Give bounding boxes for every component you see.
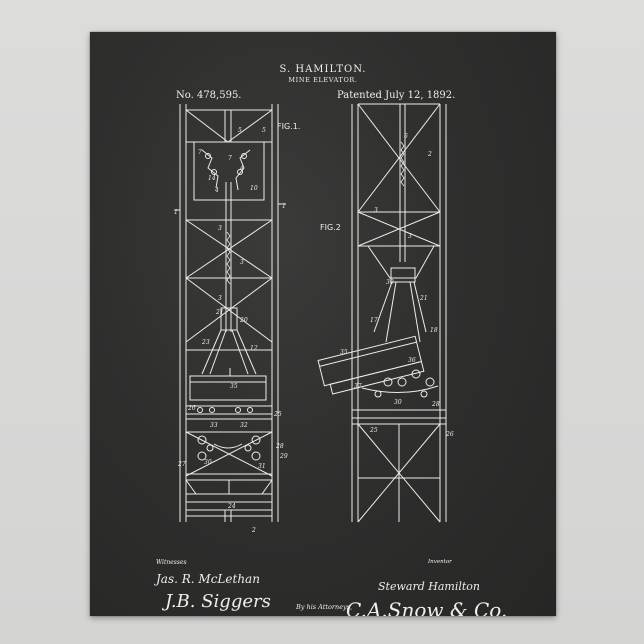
svg-text:26: 26 (445, 431, 454, 438)
figure-1-drawing (174, 104, 286, 522)
svg-text:33: 33 (210, 422, 218, 429)
svg-text:32: 32 (240, 422, 248, 429)
svg-text:5: 5 (262, 127, 266, 134)
svg-text:3: 3 (218, 225, 222, 232)
figure-2-label: FIG.2 (320, 223, 341, 232)
svg-text:21: 21 (419, 295, 428, 302)
svg-text:28: 28 (431, 401, 440, 408)
svg-text:3: 3 (240, 259, 244, 266)
svg-text:2: 2 (427, 151, 432, 158)
svg-text:10: 10 (250, 185, 258, 192)
svg-text:36: 36 (408, 357, 416, 364)
svg-text:37: 37 (354, 383, 362, 390)
svg-text:3: 3 (218, 295, 222, 302)
svg-text:12: 12 (250, 345, 258, 352)
invention-title: MINE ELEVATOR. (90, 76, 556, 84)
patent-date: Patented July 12, 1892. (337, 90, 455, 101)
svg-text:20: 20 (239, 317, 248, 324)
svg-text:35: 35 (230, 383, 238, 390)
svg-text:18: 18 (430, 327, 438, 334)
svg-text:30: 30 (394, 399, 402, 406)
svg-text:6: 6 (404, 133, 408, 140)
svg-text:24: 24 (227, 503, 236, 510)
svg-text:14: 14 (208, 175, 216, 182)
svg-text:30: 30 (386, 279, 394, 286)
svg-text:1: 1 (282, 203, 286, 210)
svg-text:25: 25 (369, 427, 378, 434)
svg-text:31: 31 (258, 463, 266, 470)
svg-text:7: 7 (228, 155, 232, 162)
svg-text:28: 28 (275, 443, 284, 450)
patent-poster: 55 77 144 410 11 33 321 2023 1235 2625 3… (90, 32, 556, 616)
patent-number: No. 478,595. (176, 90, 241, 101)
inventor-label: Inventor (428, 559, 452, 565)
svg-text:27: 27 (177, 461, 186, 468)
figure-1-label: FIG.1. (277, 122, 300, 131)
svg-text:21: 21 (215, 309, 224, 316)
witness-signature-1: Jas. R. McLethan (156, 572, 260, 586)
witness-signature-2: J.B. Siggers (165, 591, 271, 612)
svg-text:2: 2 (251, 527, 256, 534)
svg-text:3: 3 (374, 207, 378, 214)
svg-text:35: 35 (340, 349, 348, 356)
figure-2-drawing (318, 104, 446, 522)
svg-text:5: 5 (238, 127, 242, 134)
inventor-signature: Steward Hamilton (378, 580, 480, 593)
svg-text:26: 26 (187, 405, 196, 412)
svg-text:17: 17 (370, 317, 378, 324)
svg-text:7: 7 (198, 149, 202, 156)
svg-text:3: 3 (408, 233, 412, 240)
attorney-signature: C.A.Snow & Co. (346, 598, 507, 616)
inventor-heading: S. HAMILTON. (90, 64, 556, 75)
svg-text:1: 1 (174, 209, 178, 216)
svg-text:30: 30 (204, 459, 212, 466)
svg-text:29: 29 (279, 453, 288, 460)
by-attorneys-label: By his Attorneys, (296, 603, 352, 611)
svg-text:4: 4 (239, 165, 244, 172)
patent-drawing: 55 77 144 410 11 33 321 2023 1235 2625 3… (90, 32, 556, 616)
svg-text:25: 25 (273, 411, 282, 418)
witnesses-label: Witnesses (156, 559, 187, 566)
svg-text:4: 4 (214, 187, 219, 194)
svg-text:23: 23 (201, 339, 210, 346)
